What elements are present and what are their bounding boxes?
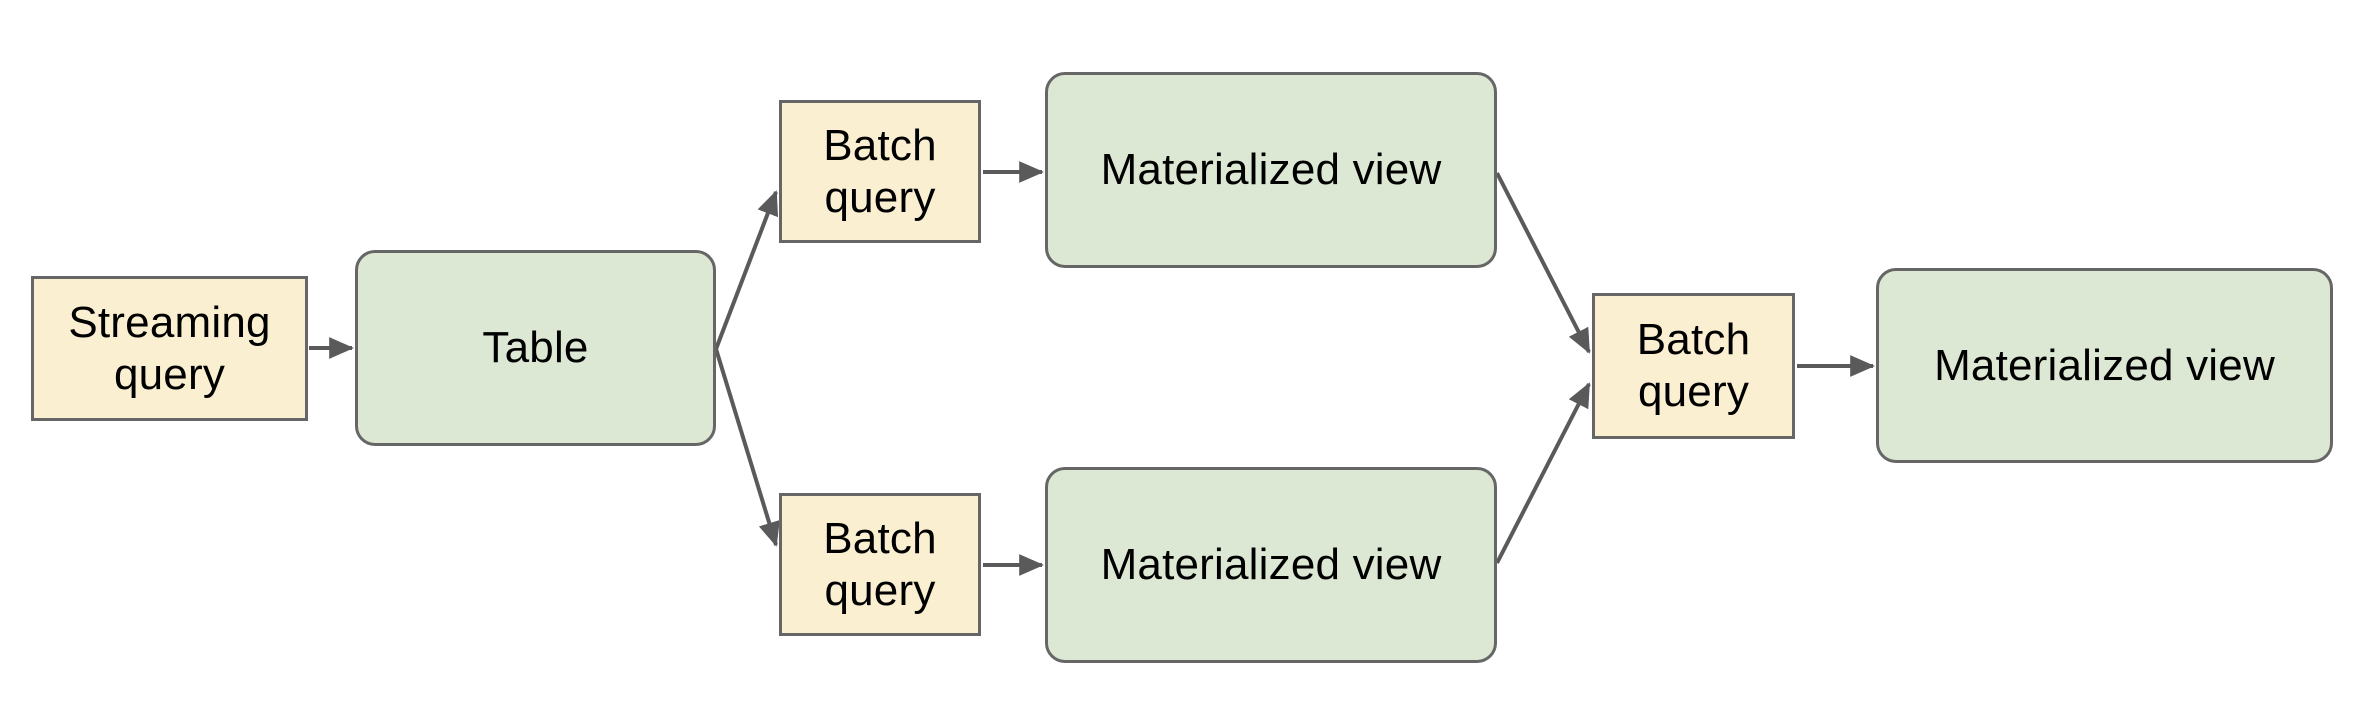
node-streaming-query-label: Streaming query [68,297,271,399]
node-batch-query-join[interactable]: Batch query [1592,293,1795,439]
node-materialized-view-bottom-label: Materialized view [1100,540,1442,590]
node-batch-query-top[interactable]: Batch query [779,100,981,243]
edge-materialized-view-top-to-batch-query-join [1495,172,1591,354]
node-table-label: Table [482,323,589,373]
edge-table-to-batch-query-top [714,190,779,350]
node-batch-query-join-label: Batch query [1636,315,1751,416]
edge-materialized-view-bottom-to-batch-query-join [1495,382,1591,564]
node-materialized-view-final[interactable]: Materialized view [1876,268,2333,463]
node-batch-query-bottom-label: Batch query [823,513,937,615]
node-batch-query-bottom[interactable]: Batch query [779,493,981,636]
node-materialized-view-final-label: Materialized view [1934,340,2275,390]
node-table[interactable]: Table [355,250,716,446]
node-materialized-view-top-label: Materialized view [1100,145,1442,195]
node-materialized-view-top[interactable]: Materialized view [1045,72,1497,268]
edge-table-to-batch-query-bottom [714,348,780,547]
node-materialized-view-bottom[interactable]: Materialized view [1045,467,1497,663]
node-batch-query-top-label: Batch query [823,120,937,222]
node-streaming-query[interactable]: Streaming query [31,276,308,421]
